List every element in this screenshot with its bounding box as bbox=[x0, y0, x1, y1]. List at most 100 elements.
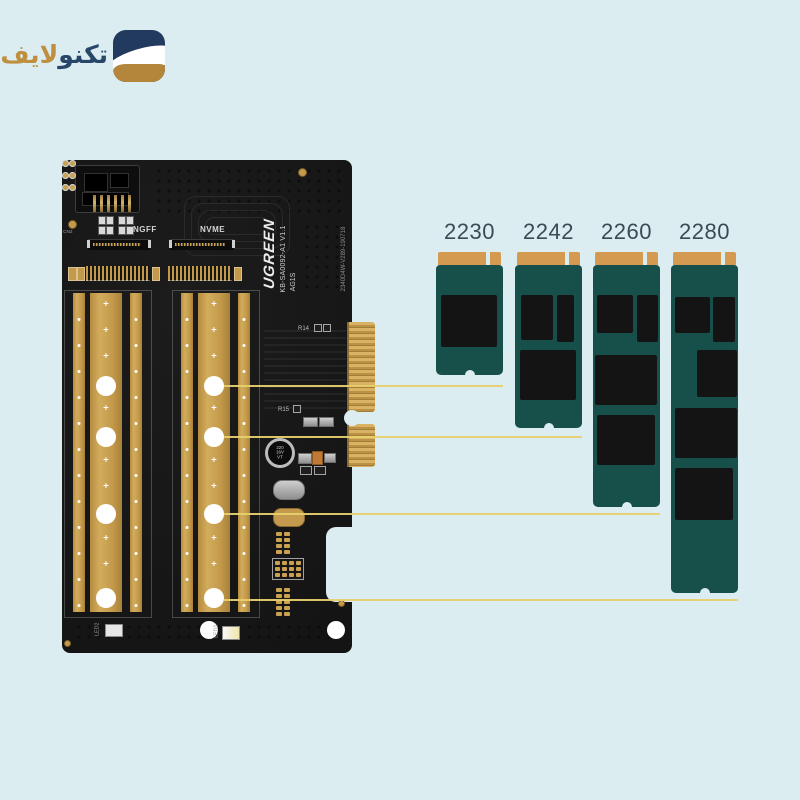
gold-pad bbox=[284, 606, 290, 610]
m2-slot-ngff bbox=[87, 239, 151, 250]
ssd-edge-connector bbox=[438, 252, 501, 265]
nvme-slot-label: NVME bbox=[200, 225, 226, 234]
ssd-pcb bbox=[671, 265, 738, 598]
pcie-edge-connector bbox=[347, 322, 375, 412]
rail-plus-mark: + bbox=[211, 455, 217, 466]
gold-pad bbox=[289, 561, 294, 565]
rail-dot-mark bbox=[185, 526, 189, 529]
smd-component bbox=[68, 267, 77, 281]
gold-pad bbox=[282, 573, 287, 577]
ssd-size-label: 2230 bbox=[444, 219, 495, 244]
gold-pad bbox=[275, 573, 280, 577]
rail-dot-mark bbox=[185, 318, 189, 321]
silkscreen-frame-ngff bbox=[64, 290, 152, 618]
ssd-size-label: 2242 bbox=[523, 219, 574, 244]
fuse-component bbox=[273, 480, 305, 500]
led-component bbox=[105, 624, 123, 637]
rail-plus-mark: + bbox=[103, 403, 109, 414]
rail-dot-mark bbox=[134, 448, 138, 451]
rail-dot-mark bbox=[134, 344, 138, 347]
rail-dot-mark bbox=[77, 448, 81, 451]
rail-dot-mark bbox=[77, 552, 81, 555]
rail-plus-mark: + bbox=[103, 559, 109, 570]
rail-dot-mark bbox=[185, 552, 189, 555]
rail-dot-mark bbox=[77, 526, 81, 529]
rail-dot-mark bbox=[242, 318, 246, 321]
rail-dot-mark bbox=[77, 474, 81, 477]
screw-hole-2230 bbox=[204, 376, 224, 396]
rail-dot-mark bbox=[134, 526, 138, 529]
rail-dot-mark bbox=[77, 604, 81, 607]
ssd-pcb bbox=[593, 265, 660, 512]
connector-key-notch bbox=[485, 252, 491, 265]
rail-dot-mark bbox=[77, 396, 81, 399]
gold-pad bbox=[276, 532, 282, 536]
controller-chip bbox=[557, 295, 574, 342]
gold-via bbox=[338, 600, 345, 607]
rail-dot-mark bbox=[185, 474, 189, 477]
controller-chip bbox=[637, 295, 658, 342]
ngff-slot-label: NGFF bbox=[133, 225, 157, 234]
controller-chip bbox=[713, 297, 735, 342]
adapter-card: NGFF NVME CN2 ++++++++ bbox=[62, 160, 375, 653]
nand-chip bbox=[521, 295, 553, 340]
gold-pad bbox=[276, 550, 282, 554]
screw-rail bbox=[73, 293, 85, 612]
connector-key-notch bbox=[564, 252, 570, 265]
rail-dot-mark bbox=[185, 422, 189, 425]
screw-rail: ++++++++ bbox=[90, 293, 122, 612]
pcie-key-notch bbox=[344, 410, 360, 426]
rail-dot-mark bbox=[242, 500, 246, 503]
rail-plus-mark: + bbox=[103, 351, 109, 362]
screw-hole-2280 bbox=[96, 588, 116, 608]
m2-slot-nvme bbox=[169, 239, 235, 250]
nand-chip bbox=[675, 408, 737, 458]
rail-plus-mark: + bbox=[103, 325, 109, 336]
smd-component bbox=[77, 267, 85, 281]
nand-chip bbox=[597, 295, 633, 333]
connector-line-2280 bbox=[224, 599, 738, 601]
electrolytic-capacitor: 220 16V VT bbox=[265, 438, 295, 468]
gold-pad bbox=[284, 550, 290, 554]
connector-line-2260 bbox=[224, 513, 660, 515]
gold-pad bbox=[276, 544, 282, 548]
gold-pad bbox=[276, 538, 282, 542]
nand-chip bbox=[675, 468, 733, 520]
ssd-edge-connector bbox=[595, 252, 658, 265]
screw-rail bbox=[130, 293, 142, 612]
rail-dot-mark bbox=[185, 370, 189, 373]
ssd-size-label: 2280 bbox=[679, 219, 730, 244]
brand-logo: تكنولايف bbox=[0, 28, 168, 84]
r14-label: R14 bbox=[298, 326, 310, 332]
smd-component bbox=[314, 324, 322, 332]
rail-dot-mark bbox=[185, 448, 189, 451]
gold-pad bbox=[276, 600, 282, 604]
gold-pad bbox=[276, 612, 282, 616]
ssd-pcb bbox=[436, 265, 503, 380]
gold-pad bbox=[275, 567, 280, 571]
circuit-traces bbox=[184, 196, 290, 256]
nand-chip bbox=[697, 350, 737, 397]
screw-rail: ++++++++ bbox=[198, 293, 230, 612]
screw-hole-2230 bbox=[96, 376, 116, 396]
rail-dot-mark bbox=[77, 370, 81, 373]
nand-chip bbox=[441, 295, 497, 347]
rail-dot-mark bbox=[242, 526, 246, 529]
gold-pad bbox=[284, 532, 290, 536]
rail-plus-mark: + bbox=[103, 481, 109, 492]
rail-dot-mark bbox=[134, 578, 138, 581]
rail-dot-mark bbox=[134, 500, 138, 503]
rail-dot-mark bbox=[134, 370, 138, 373]
ugreen-logo-text: UGREEN bbox=[261, 217, 278, 291]
ssd-screw-notch bbox=[621, 502, 632, 512]
nand-chip bbox=[597, 415, 655, 465]
smd-component bbox=[298, 453, 312, 464]
gold-pad bbox=[276, 588, 282, 592]
nand-chip bbox=[595, 355, 657, 405]
mounting-hole bbox=[327, 621, 345, 639]
rail-dot-mark bbox=[77, 318, 81, 321]
smd-component bbox=[234, 267, 242, 281]
led-component bbox=[222, 626, 240, 640]
gold-via bbox=[298, 168, 307, 177]
gold-pad bbox=[284, 588, 290, 592]
